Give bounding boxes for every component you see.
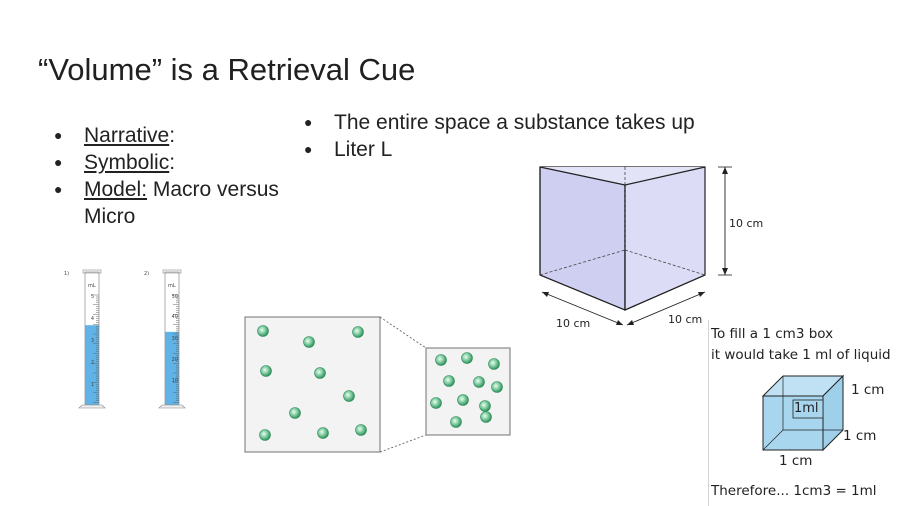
bullet-definition: The entire space a substance takes up — [300, 109, 760, 136]
tick-label: 5 — [91, 294, 94, 300]
bullet-model: Model: Macro versus Micro — [50, 176, 320, 230]
cylinder-2: 2) mL 50 40 30 20 10 — [144, 269, 186, 409]
tick-label: 3 — [91, 338, 94, 344]
cube-height-label: 10 cm — [729, 217, 764, 230]
cylinder-number: 1) — [64, 271, 69, 277]
bullet-suffix: Macro versus Micro — [84, 178, 279, 228]
small-box-conclusion: Therefore... 1cm3 = 1ml — [711, 483, 877, 499]
tick-label: 40 — [172, 314, 178, 320]
unit-label: mL — [88, 283, 96, 289]
cube-side-face — [624, 166, 706, 311]
small-box-width-label: 1 cm — [779, 453, 813, 469]
tick-label: 2 — [91, 360, 94, 366]
small-box-depth-label: 1 cm — [843, 428, 877, 444]
small-box-height-label: 1 cm — [851, 382, 885, 398]
bullet-label: Symbolic — [84, 151, 170, 174]
cylinder-number: 2) — [144, 271, 149, 277]
small-box-diagram — [761, 374, 845, 452]
tick-label: 1 — [91, 382, 94, 388]
small-box-text-line2: it would take 1 ml of liquid — [711, 347, 891, 363]
cylinder-1: 1) mL 5 4 3 2 1 — [64, 269, 106, 409]
tick-label: 4 — [91, 316, 94, 322]
tick-label: 50 — [172, 294, 178, 300]
right-bullet-list: The entire space a substance takes up Li… — [300, 109, 760, 163]
bullet-label: Narrative — [84, 124, 170, 147]
small-box-text-line1: To fill a 1 cm3 box — [711, 326, 834, 342]
cube-front-face — [539, 166, 626, 311]
particle-diagram — [244, 316, 511, 453]
bullet-suffix: : — [169, 151, 176, 174]
cube-diagram — [539, 166, 732, 326]
tick-label: 10 — [172, 378, 178, 384]
liquid-fill — [85, 325, 99, 405]
small-box-center-label: 1ml — [794, 401, 819, 416]
bullet-narrative: Narrative: — [50, 122, 320, 149]
cube-width-label: 10 cm — [668, 313, 703, 326]
liquid-fill — [165, 331, 179, 405]
unit-label: mL — [168, 283, 176, 289]
tick-label: 20 — [172, 357, 178, 363]
bullet-symbolic: Symbolic: — [50, 149, 320, 176]
macro-particles — [257, 325, 367, 441]
tick-label: 30 — [172, 336, 178, 342]
graduated-cylinders: 1) mL 5 4 3 2 1 2) mL 50 40 30 20 10 — [64, 269, 186, 409]
bullet-suffix: : — [169, 124, 176, 147]
slide-title: “Volume” is a Retrieval Cue — [38, 52, 416, 87]
bullet-label: Model: — [84, 178, 148, 201]
cube-depth-label: 10 cm — [556, 317, 591, 330]
small-box-panel — [708, 320, 900, 506]
left-bullet-list: Narrative: Symbolic: Model: Macro versus… — [50, 122, 320, 230]
micro-particles — [430, 352, 503, 428]
bullet-liter: Liter L — [300, 136, 760, 163]
